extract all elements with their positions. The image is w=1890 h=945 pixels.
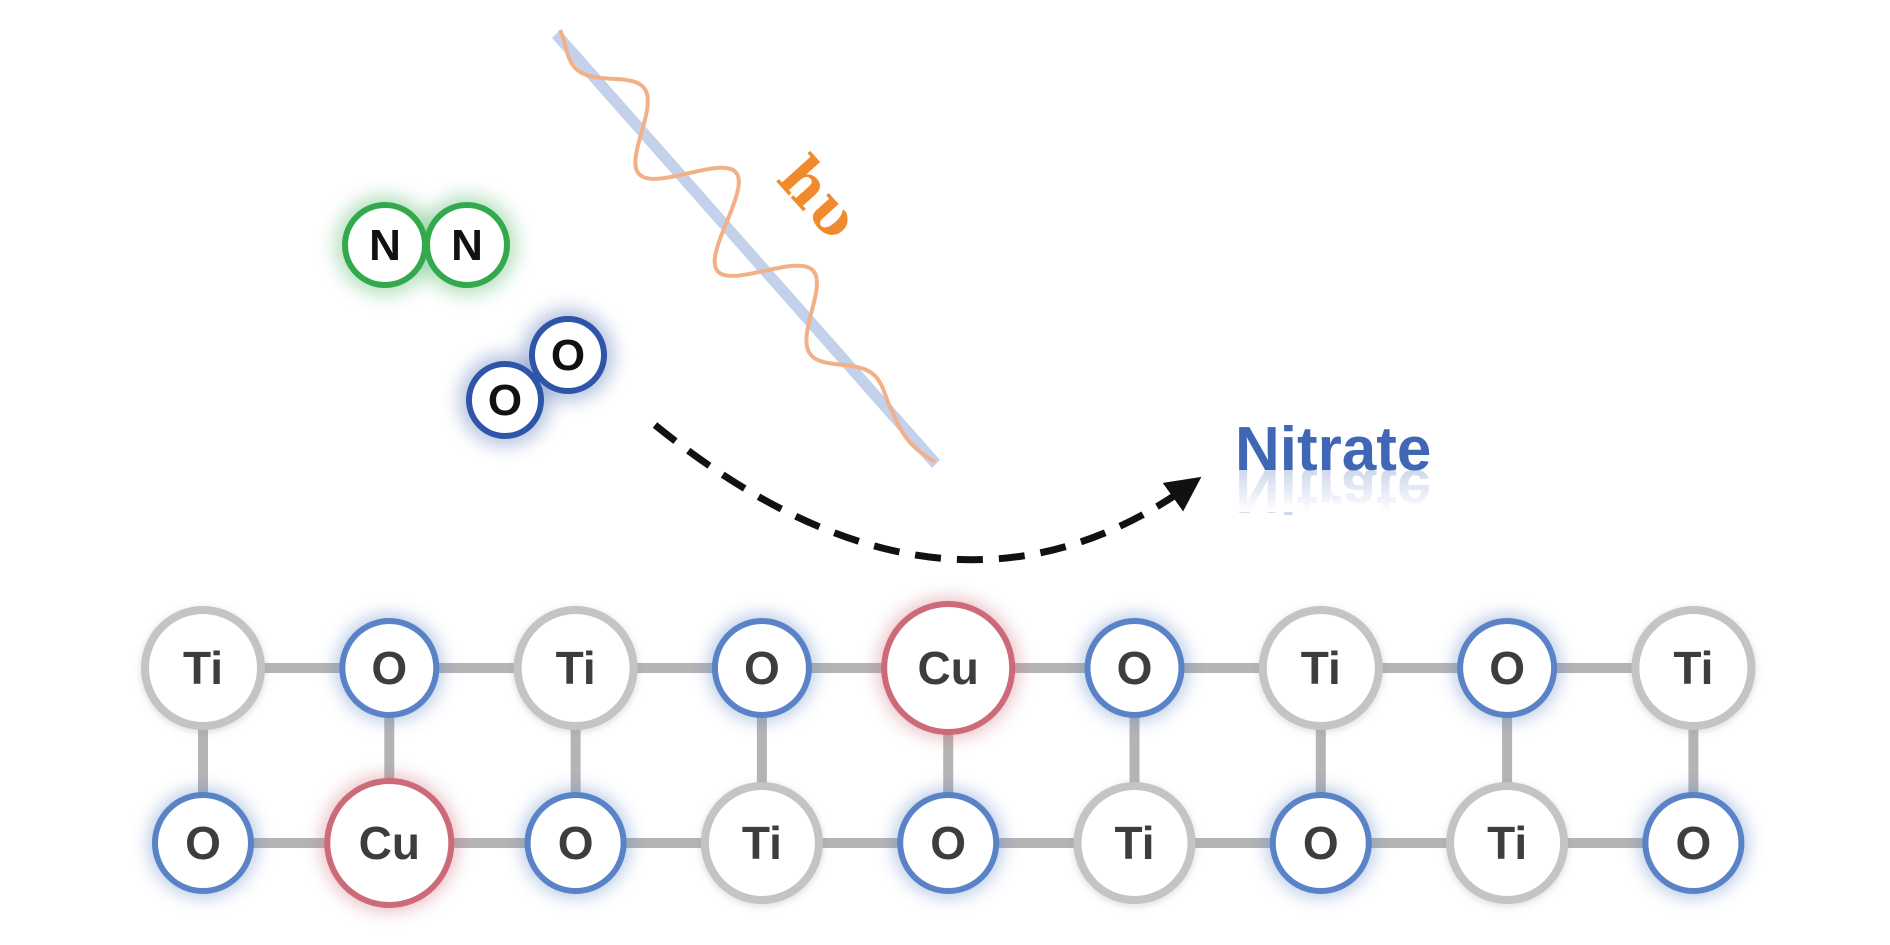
nitrogen-atom-label: N: [451, 221, 483, 270]
lattice-atom-label: Ti: [1673, 642, 1713, 694]
lattice-atom-label: Ti: [1487, 817, 1527, 869]
lattice-atom-o: O: [521, 789, 630, 897]
nitrogen-atom: N: [424, 202, 510, 288]
o2-molecule: OO: [459, 309, 614, 446]
wavy-light-ray-icon: [552, 29, 940, 468]
lattice-atom-ti: Ti: [1631, 606, 1756, 732]
lattice-atom-label: Ti: [1301, 642, 1341, 694]
lattice-atom-label: Cu: [918, 642, 979, 694]
oxygen-atom: O: [529, 316, 607, 394]
lattice-atom-label: Ti: [183, 642, 223, 694]
product-label-group: Nitrate Nitrate: [1225, 415, 1485, 525]
lattice-atom-label: O: [185, 817, 221, 869]
lattice-atom-label: O: [1489, 642, 1525, 694]
lattice-atom-label: O: [1117, 642, 1153, 694]
lattice-atom-o: O: [1639, 789, 1748, 897]
nitrogen-atom: N: [342, 202, 428, 288]
photon-energy-label: hυ: [764, 143, 873, 253]
lattice-atom-label: Ti: [556, 642, 596, 694]
oxygen-atom-label: O: [488, 376, 522, 425]
oxygen-atom: O: [466, 361, 544, 439]
lattice-atom-label: O: [930, 817, 966, 869]
lattice-atom-o: O: [149, 789, 257, 897]
lattice-atom-o: O: [336, 615, 443, 721]
lattice-atom-o: O: [1454, 615, 1561, 721]
lattice-atom-ti: Ti: [1446, 782, 1569, 906]
lattice-atom-label: O: [1303, 817, 1339, 869]
reaction-arrow: [652, 422, 1202, 564]
lattice-atom-label: O: [371, 642, 407, 694]
lattice-atom-o: O: [894, 789, 1003, 897]
lattice-atom-o: O: [1081, 615, 1188, 721]
lattice-atom-ti: Ti: [700, 782, 823, 906]
lattice-atom-ti: Ti: [1258, 606, 1383, 732]
product-nitrate-label: Nitrate: [1235, 415, 1431, 484]
lattice-atom-ti: Ti: [141, 606, 265, 732]
lattice-atom-ti: Ti: [513, 606, 638, 732]
lattice-atom-o: O: [708, 615, 815, 721]
lattice-atom-o: O: [1266, 789, 1375, 897]
lattice-atom-label: O: [744, 642, 780, 694]
lattice-atom-label: O: [1676, 817, 1712, 869]
lattice-atom-label: O: [558, 817, 594, 869]
lattice-atom-label: Cu: [359, 817, 420, 869]
lattice-atom-cu: Cu: [321, 775, 458, 911]
lattice-atom-ti: Ti: [1073, 782, 1196, 906]
oxygen-atom-label: O: [551, 331, 585, 380]
nitrogen-atom-label: N: [369, 221, 401, 270]
lattice-atom-label: Ti: [742, 817, 782, 869]
lattice-atom-label: Ti: [1114, 817, 1154, 869]
lattice-atom-cu: Cu: [878, 598, 1019, 738]
